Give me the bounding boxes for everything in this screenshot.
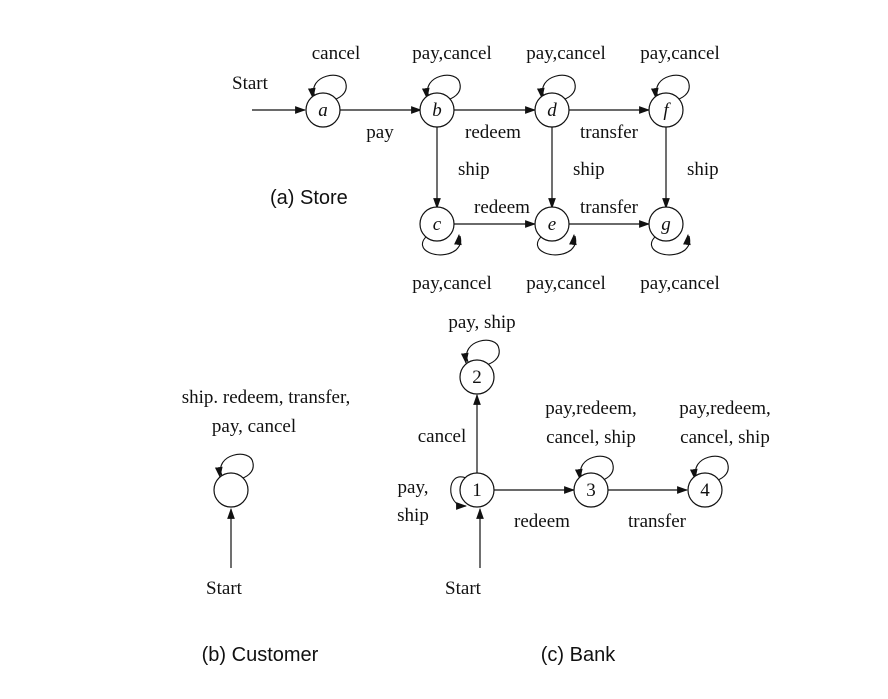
loop-4-label-1: pay,redeem, <box>679 398 771 419</box>
bank-state-1 <box>459 472 495 508</box>
loop-d-label: pay,cancel <box>526 43 605 64</box>
loop-a-label: cancel <box>312 43 361 64</box>
edge-d-e-label: ship <box>573 159 605 180</box>
state-f-label: f <box>663 100 671 121</box>
loop-3 <box>580 455 614 482</box>
store-caption: (a) Store <box>270 187 348 209</box>
edge-1-2-label: cancel <box>418 426 467 447</box>
customer-automaton: ship. redeem, transfer, pay, cancel Star… <box>182 387 351 666</box>
bank-state-2 <box>459 359 495 395</box>
loop-a <box>313 74 347 101</box>
bank-start-label: Start <box>445 578 482 599</box>
state-e <box>534 206 570 242</box>
state-f <box>648 92 684 128</box>
edge-3-4-label: transfer <box>628 511 687 532</box>
state-g <box>648 206 684 242</box>
edge-b-d-label: redeem <box>465 122 521 143</box>
bank-state-3-label: 3 <box>586 480 596 501</box>
edge-c-e-label: redeem <box>474 197 530 218</box>
loop-2-label: pay, ship <box>448 312 515 333</box>
bank-automaton: 2 1 3 4 pay, ship pay,redeem, cancel, sh… <box>397 312 771 666</box>
loop-b <box>427 74 461 101</box>
bank-state-3 <box>573 472 609 508</box>
loop-f <box>656 74 690 101</box>
store-automaton: Start a b d f c <box>232 43 720 294</box>
customer-loop-label-2: pay, cancel <box>212 416 296 437</box>
customer-state <box>213 472 249 508</box>
bank-state-4 <box>687 472 723 508</box>
state-d-label: d <box>547 100 557 121</box>
edge-b-c-label: ship <box>458 159 490 180</box>
bank-caption: (c) Bank <box>541 644 616 666</box>
state-e-label: e <box>548 214 556 235</box>
loop-1-label-1: pay, <box>398 477 429 498</box>
edge-e-g-label: transfer <box>580 197 639 218</box>
loop-2 <box>466 339 500 366</box>
state-g-label: g <box>661 214 671 235</box>
loop-4 <box>695 455 729 482</box>
state-c <box>419 206 455 242</box>
bank-state-4-label: 4 <box>700 480 710 501</box>
loop-3-label-2: cancel, ship <box>546 427 636 448</box>
state-a <box>305 92 341 128</box>
customer-loop <box>220 453 254 480</box>
state-b <box>419 92 455 128</box>
customer-loop-label-1: ship. redeem, transfer, <box>182 387 351 408</box>
loop-4-label-2: cancel, ship <box>680 427 770 448</box>
edge-f-g-label: ship <box>687 159 719 180</box>
state-a-label: a <box>318 100 328 121</box>
state-d <box>534 92 570 128</box>
bank-state-2-label: 2 <box>472 367 482 388</box>
state-c-label: c <box>433 214 442 235</box>
store-start-label: Start <box>232 73 269 94</box>
loop-b-label: pay,cancel <box>412 43 491 64</box>
customer-caption: (b) Customer <box>202 644 319 666</box>
loop-f-label: pay,cancel <box>640 43 719 64</box>
edge-1-3-label: redeem <box>514 511 570 532</box>
bank-state-1-label: 1 <box>472 480 482 501</box>
loop-3-label-1: pay,redeem, <box>545 398 637 419</box>
loop-d <box>542 74 576 101</box>
customer-start-label: Start <box>206 578 243 599</box>
loop-g-label: pay,cancel <box>640 273 719 294</box>
state-b-label: b <box>432 100 442 121</box>
loop-e-label: pay,cancel <box>526 273 605 294</box>
loop-c-label: pay,cancel <box>412 273 491 294</box>
edge-a-b-label: pay <box>366 122 394 143</box>
edge-d-f-label: transfer <box>580 122 639 143</box>
loop-1-label-2: ship <box>397 505 429 526</box>
